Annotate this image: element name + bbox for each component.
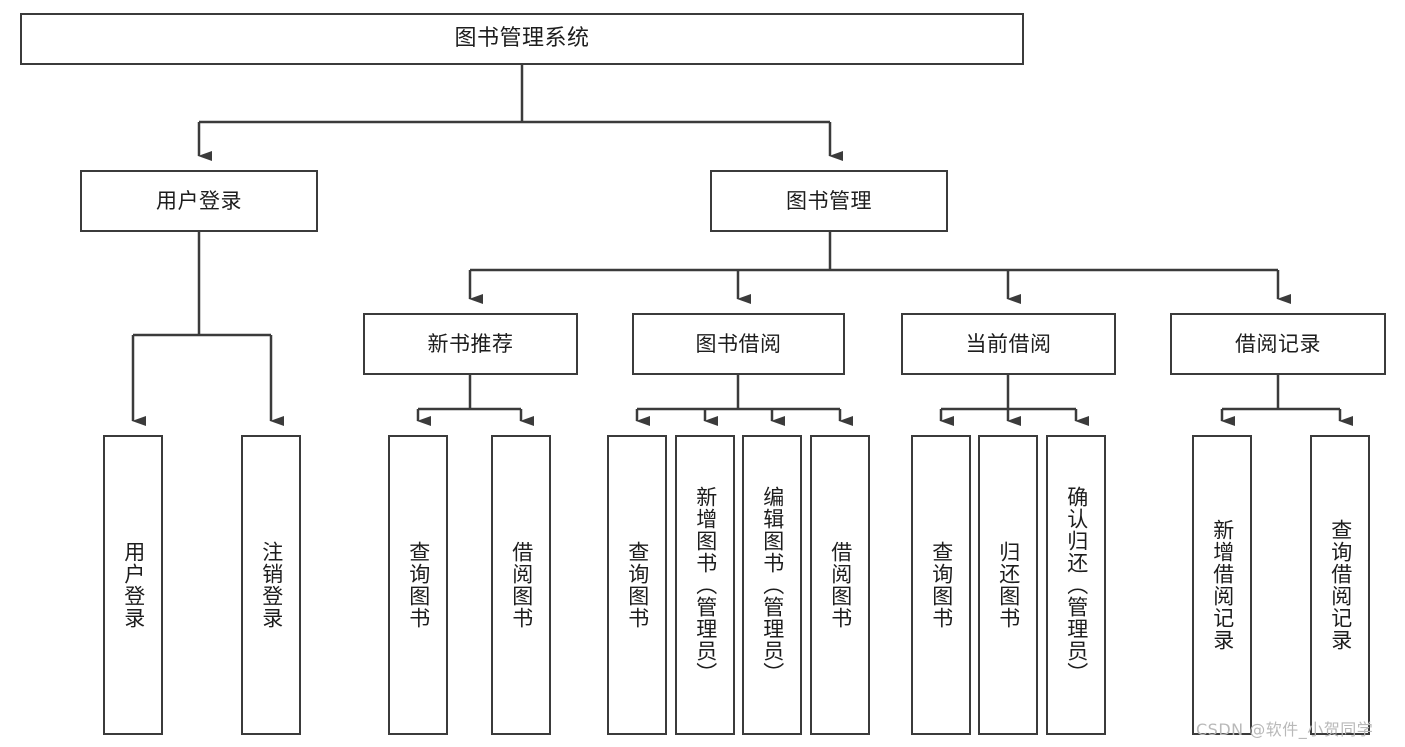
- node-leaf-query-book-2[interactable]: 查询图书: [607, 435, 667, 735]
- node-label: 借阅图书: [509, 541, 534, 629]
- node-book-management-system[interactable]: 图书管理系统: [20, 13, 1024, 65]
- node-label: 图书管理: [786, 188, 872, 213]
- node-label: 新书推荐: [427, 331, 514, 356]
- node-leaf-add-book[interactable]: 新增图书（管理员）: [675, 435, 735, 735]
- node-book-management[interactable]: 图书管理: [710, 170, 948, 232]
- node-user-login[interactable]: 用户登录: [80, 170, 318, 232]
- node-label: 当前借阅: [965, 331, 1052, 356]
- node-borrow-record[interactable]: 借阅记录: [1170, 313, 1386, 375]
- node-leaf-borrow-book-2[interactable]: 借阅图书: [810, 435, 870, 735]
- node-label: 归还图书: [996, 541, 1021, 629]
- node-leaf-user-login[interactable]: 用户登录: [103, 435, 163, 735]
- node-label: 注销登录: [259, 541, 284, 629]
- node-label: 编辑图书（管理员）: [760, 486, 785, 684]
- node-leaf-query-record[interactable]: 查询借阅记录: [1310, 435, 1370, 735]
- node-current-borrow[interactable]: 当前借阅: [901, 313, 1116, 375]
- node-label: 查询图书: [406, 541, 431, 629]
- csdn-watermark: CSDN @软件_小贺同学: [1196, 720, 1374, 739]
- node-book-borrow[interactable]: 图书借阅: [632, 313, 845, 375]
- node-leaf-confirm-return[interactable]: 确认归还（管理员）: [1046, 435, 1106, 735]
- node-leaf-logout-login[interactable]: 注销登录: [241, 435, 301, 735]
- node-leaf-edit-book[interactable]: 编辑图书（管理员）: [742, 435, 802, 735]
- node-label: 查询图书: [929, 541, 954, 629]
- node-label: 确认归还（管理员）: [1064, 486, 1089, 684]
- node-leaf-query-book-3[interactable]: 查询图书: [911, 435, 971, 735]
- node-leaf-query-book-1[interactable]: 查询图书: [388, 435, 448, 735]
- node-new-book-recommend[interactable]: 新书推荐: [363, 313, 578, 375]
- node-label: 查询借阅记录: [1328, 519, 1353, 651]
- node-label: 新增图书（管理员）: [693, 486, 718, 684]
- node-label: 借阅图书: [828, 541, 853, 629]
- node-label: 新增借阅记录: [1210, 519, 1235, 651]
- node-label: 查询图书: [625, 541, 650, 629]
- node-label: 图书借阅: [695, 331, 782, 356]
- node-leaf-add-record[interactable]: 新增借阅记录: [1192, 435, 1252, 735]
- node-label: 用户登录: [121, 541, 146, 629]
- node-label: 用户登录: [156, 188, 242, 213]
- node-label: 图书管理系统: [454, 26, 590, 51]
- node-label: 借阅记录: [1235, 331, 1321, 356]
- node-leaf-borrow-book-1[interactable]: 借阅图书: [491, 435, 551, 735]
- node-leaf-return-book[interactable]: 归还图书: [978, 435, 1038, 735]
